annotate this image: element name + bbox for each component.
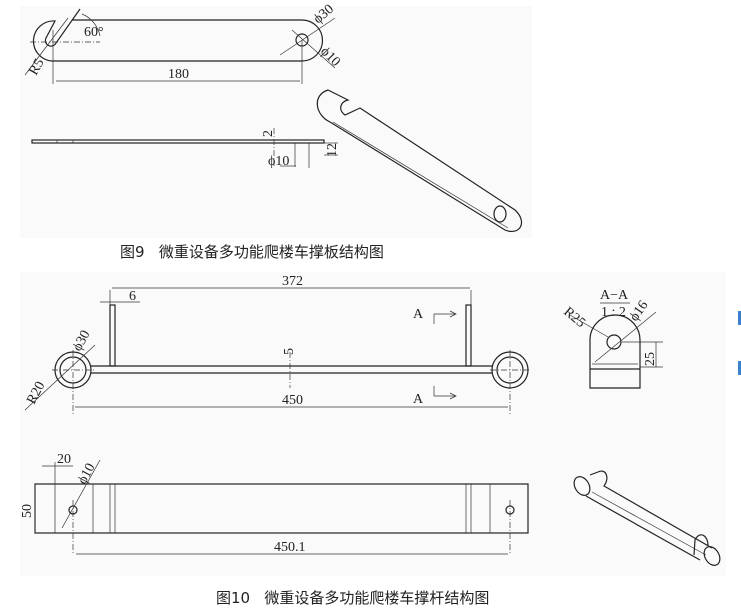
- dim-phi30: ϕ30: [311, 2, 337, 27]
- dim-450-1: 450.1: [274, 540, 306, 555]
- section-mark-top: A: [413, 307, 424, 322]
- figure10-caption: 图10 微重设备多功能爬楼车撑杆结构图: [216, 589, 490, 607]
- edge-marker: [738, 361, 741, 375]
- dim-5: 5: [282, 348, 297, 355]
- fig10-top-view: 372 6 ϕ30 R20 5 450 A A: [24, 274, 530, 415]
- dim-r5: R5: [26, 56, 47, 78]
- fig9-side-view: 2 ϕ10 12: [31, 128, 340, 169]
- section-scale: 1 : 2: [601, 305, 626, 320]
- dim-12: 12: [325, 143, 340, 157]
- dim-angle: 60°: [84, 25, 104, 40]
- dim-pin-phi10: ϕ10: [268, 154, 289, 169]
- figure10-panel: [20, 272, 726, 576]
- dim-50: 50: [20, 504, 35, 518]
- dim-2: 2: [261, 130, 276, 137]
- section-title: A−A: [600, 288, 629, 303]
- dim-180: 180: [168, 67, 189, 82]
- fig10-iso-view: [573, 470, 721, 566]
- dim-hole-phi10: ϕ10: [75, 461, 98, 487]
- figure9-panel: [20, 6, 532, 238]
- figure9-caption: 图9 微重设备多功能爬楼车撑板结构图: [120, 243, 384, 261]
- dim-r20: R20: [24, 379, 48, 407]
- dim-450: 450: [282, 393, 303, 408]
- section-mark-bottom: A: [413, 392, 424, 407]
- dim-r25: R25: [560, 305, 588, 331]
- fig9-iso-view: [316, 89, 523, 232]
- dim-25: 25: [643, 352, 658, 366]
- fig10-front-view: 20 ϕ10 50 450.1: [20, 452, 529, 555]
- dim-20: 20: [57, 452, 71, 467]
- dim-6: 6: [129, 289, 136, 304]
- fig10-section-aa: A−A 1 : 2 R25 ϕ16 25: [560, 288, 663, 389]
- dim-372: 372: [282, 274, 303, 289]
- edge-marker: [738, 311, 741, 325]
- fig9-top-view: 60° R5 180 ϕ30 ϕ10: [24, 2, 343, 84]
